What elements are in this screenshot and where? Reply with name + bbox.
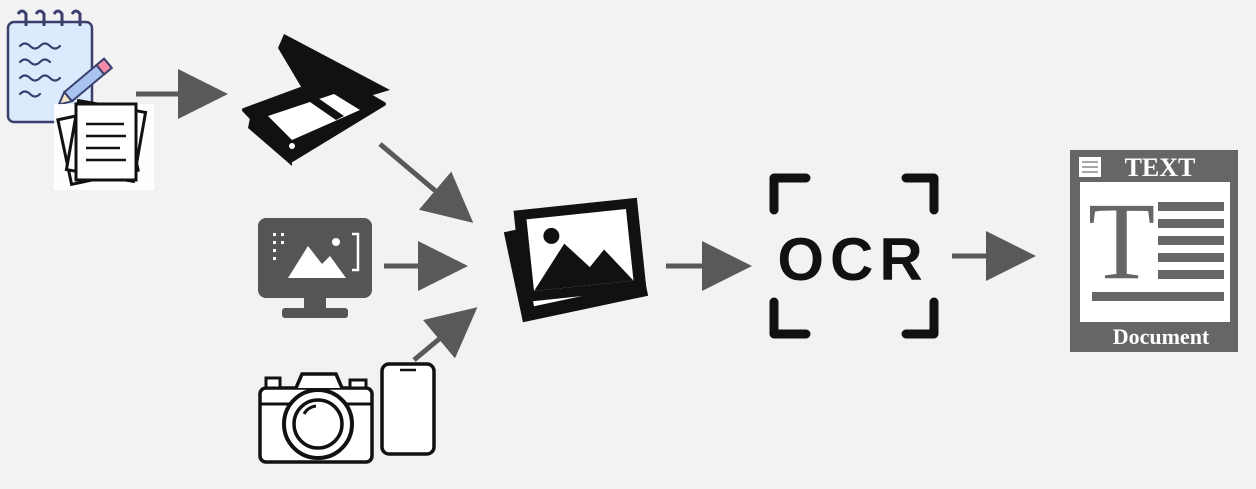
document-footer-text: Document <box>1113 324 1210 349</box>
arrow-scanner-to-images <box>378 142 474 223</box>
text-document-icon: TEXT T Document <box>1070 150 1238 352</box>
paper-stack-icon <box>54 98 154 190</box>
document-header-text: TEXT <box>1125 153 1196 182</box>
ocr-frame-icon: OCR <box>769 173 939 339</box>
document-big-t: T <box>1088 180 1155 302</box>
ocr-label: OCR <box>777 226 928 293</box>
smartphone-icon <box>380 362 436 456</box>
camera-icon <box>258 372 374 464</box>
arrow-camera-to-images <box>412 307 478 362</box>
notepad-with-pencil-icon <box>6 9 114 124</box>
monitor-with-image-icon <box>258 218 372 318</box>
flatbed-scanner-icon <box>242 34 390 166</box>
flow-arrows <box>136 69 1036 362</box>
image-stack-icon <box>503 197 649 323</box>
